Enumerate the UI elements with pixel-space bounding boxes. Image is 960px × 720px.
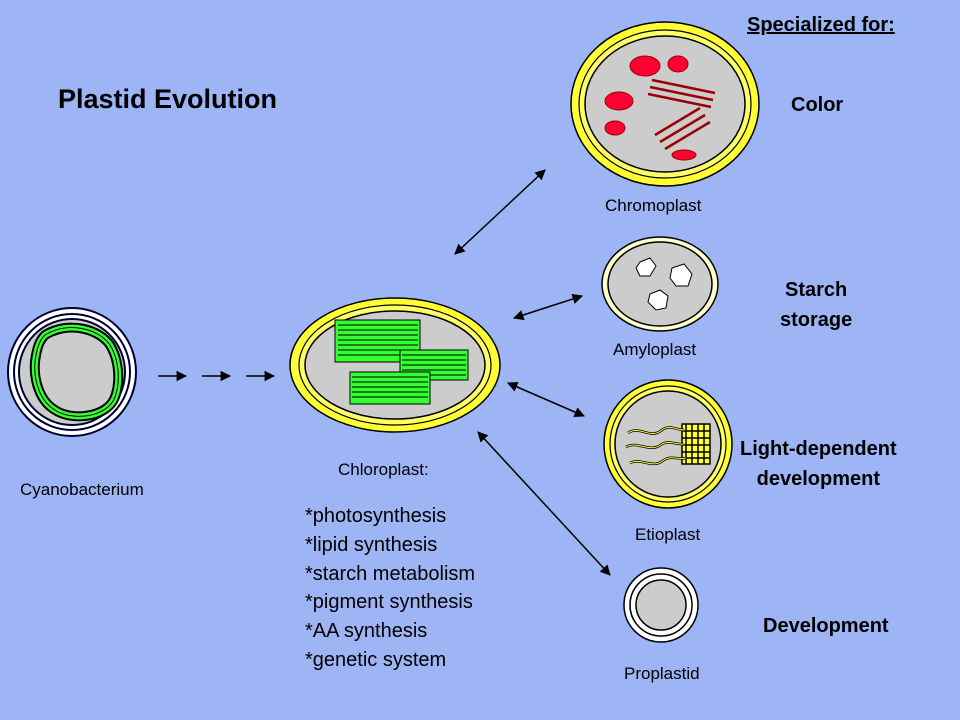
arrow-to-chromoplast <box>454 169 546 255</box>
function-item: *lipid synthesis <box>305 533 438 556</box>
spec-starch-line1: Starch <box>785 279 848 301</box>
prolamellar-body <box>681 423 711 465</box>
function-item: *genetic system <box>305 648 447 671</box>
spec-starch-storage: Starch storage <box>780 275 852 335</box>
label-etioplast: Etioplast <box>635 525 701 544</box>
arrow-to-proplastid <box>477 431 611 576</box>
label-cyanobacterium: Cyanobacterium <box>20 480 144 499</box>
specialized-header: Specialized for: <box>747 14 895 36</box>
cyanobacterium-cell <box>7 307 137 437</box>
page-title: Plastid Evolution <box>58 84 278 114</box>
pigment-crystals <box>647 78 716 151</box>
label-chromoplast: Chromoplast <box>605 196 702 215</box>
differentiation-arrows <box>454 169 611 576</box>
starch-grains <box>635 257 693 311</box>
function-item: *pigment synthesis <box>305 591 473 614</box>
spec-light-line2: development <box>756 468 880 490</box>
function-item: *photosynthesis <box>305 505 447 527</box>
spec-starch-line2: storage <box>780 309 853 331</box>
proplastid-cell <box>623 567 699 643</box>
arrow-to-etioplast <box>507 381 585 418</box>
chromoplast-cell <box>570 21 760 187</box>
label-amyloplast: Amyloplast <box>613 340 697 359</box>
function-item: *AA synthesis <box>305 620 428 643</box>
chloroplast-thylakoids <box>334 319 469 405</box>
chloroplast-cell <box>289 297 501 433</box>
spec-light-line1: Light-dependent <box>740 438 897 460</box>
chloroplast-functions-list: *photosynthesis *lipid synthesis *starch… <box>305 502 475 675</box>
spec-light-dependent: Light-dependent development <box>740 434 897 494</box>
arrow-to-amyloplast <box>513 293 583 321</box>
label-chloroplast: Chloroplast: <box>338 460 429 479</box>
label-proplastid: Proplastid <box>624 664 700 683</box>
pigment-globules <box>604 55 697 161</box>
function-item: *starch metabolism <box>305 562 476 585</box>
spec-development: Development <box>763 615 889 637</box>
etioplast-cell <box>603 379 733 509</box>
spec-color: Color <box>791 94 844 116</box>
amyloplast-cell <box>601 236 719 332</box>
